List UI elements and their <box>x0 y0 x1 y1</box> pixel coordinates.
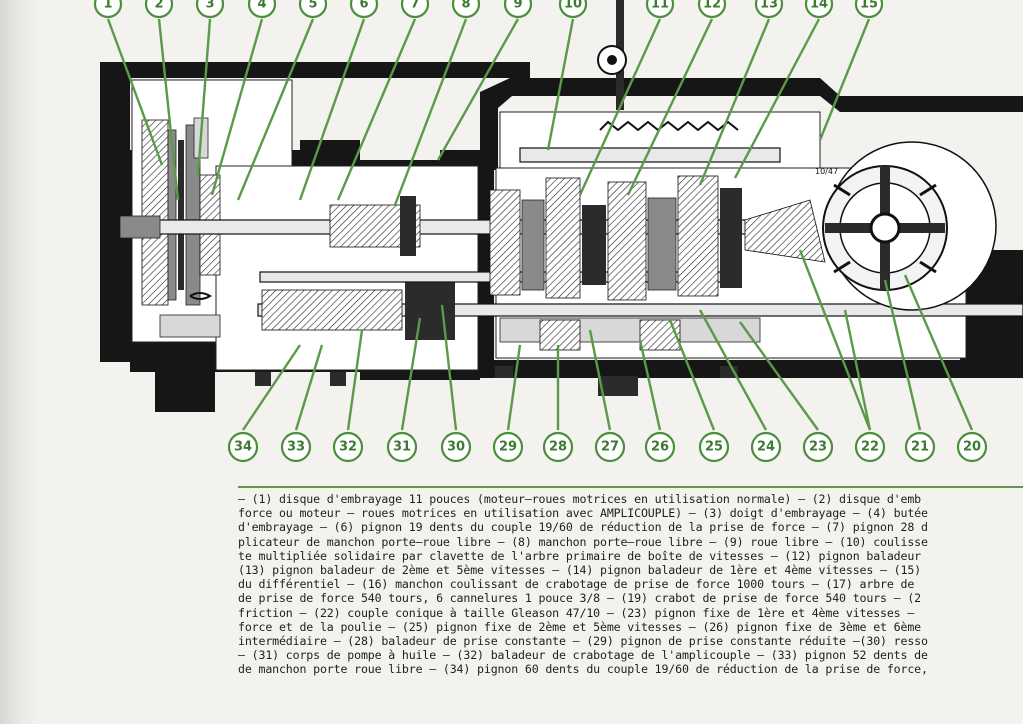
callout-3: 3 <box>195 0 225 19</box>
svg-text:5: 5 <box>308 0 317 12</box>
callout-14: 14 <box>804 0 834 19</box>
callout-2: 2 <box>144 0 174 19</box>
bevel-ratio-label: 10/47 <box>815 167 838 176</box>
svg-text:8: 8 <box>461 0 470 12</box>
callout-12: 12 <box>697 0 727 19</box>
svg-text:31: 31 <box>393 440 411 455</box>
svg-text:4: 4 <box>257 0 266 12</box>
svg-text:6: 6 <box>359 0 368 12</box>
legend-line: du différentiel – (16) manchon coulissan… <box>238 577 915 592</box>
svg-text:24: 24 <box>757 440 775 455</box>
callout-13: 13 <box>754 0 784 19</box>
legend-line: de manchon porte roue libre – (34) pigno… <box>238 662 928 677</box>
callout-11: 11 <box>645 0 675 19</box>
svg-text:12: 12 <box>703 0 721 12</box>
svg-text:15: 15 <box>860 0 878 12</box>
page-binding-edge <box>0 0 38 724</box>
bevel-gear-and-differential: 10/47 <box>744 141 997 311</box>
callout-28: 28 <box>542 431 574 463</box>
transmission-cross-section-diagram: 10/47 <box>93 0 1023 463</box>
svg-text:1: 1 <box>103 0 112 12</box>
callout-7: 7 <box>400 0 430 19</box>
primary-shaft <box>119 196 761 256</box>
legend-line: – (1) disque d'embrayage 11 pouces (mote… <box>238 492 922 506</box>
callout-9: 9 <box>503 0 533 19</box>
legend-line: intermédiaire – (28) baladeur de prise c… <box>238 634 928 649</box>
svg-text:27: 27 <box>601 440 619 455</box>
svg-text:23: 23 <box>809 440 827 455</box>
legend-line: force ou moteur – roues motrices en util… <box>238 506 928 521</box>
svg-text:13: 13 <box>760 0 778 12</box>
housing-bolts <box>255 366 738 396</box>
svg-text:2: 2 <box>154 0 163 12</box>
callouts-top: 1 2 3 4 5 6 7 8 9 10 11 12 13 14 15 <box>93 0 884 19</box>
parts-legend: – (1) disque d'embrayage 11 pouces (mote… <box>238 486 1023 686</box>
callout-10: 10 <box>558 0 588 19</box>
callout-32: 32 <box>332 431 364 463</box>
callout-20: 20 <box>956 431 988 463</box>
legend-line: plicateur de manchon porte–roue libre – … <box>238 534 928 549</box>
callout-24: 24 <box>750 431 782 463</box>
callout-34: 34 <box>227 431 259 463</box>
callout-8: 8 <box>451 0 481 19</box>
callout-31: 31 <box>386 431 418 463</box>
callout-4: 4 <box>247 0 277 19</box>
callout-26: 26 <box>644 431 676 463</box>
callout-27: 27 <box>594 431 626 463</box>
leader-lines <box>106 18 974 431</box>
callout-29: 29 <box>492 431 524 463</box>
clutch-assembly <box>141 117 221 338</box>
svg-text:9: 9 <box>513 0 522 12</box>
svg-text:7: 7 <box>410 0 419 12</box>
callout-21: 21 <box>904 431 936 463</box>
svg-text:14: 14 <box>810 0 828 12</box>
legend-line: de prise de force 540 tours, 6 cannelure… <box>238 591 922 606</box>
svg-text:20: 20 <box>963 440 981 455</box>
svg-text:33: 33 <box>287 440 305 455</box>
svg-text:21: 21 <box>911 440 929 455</box>
callout-23: 23 <box>802 431 834 463</box>
callout-30: 30 <box>440 431 472 463</box>
legend-line: d'embrayage – (6) pignon 19 dents du cou… <box>238 520 928 535</box>
svg-text:10: 10 <box>564 0 582 12</box>
callout-15: 15 <box>854 0 884 19</box>
callout-1: 1 <box>93 0 123 19</box>
callouts-bottom: 34 33 32 31 30 29 28 27 26 25 24 23 22 2… <box>227 431 988 463</box>
legend-line: friction – (22) couple conique à taille … <box>238 605 915 620</box>
callout-6: 6 <box>349 0 379 19</box>
svg-text:32: 32 <box>339 440 357 455</box>
svg-text:30: 30 <box>447 440 465 455</box>
svg-text:22: 22 <box>861 440 879 455</box>
svg-text:11: 11 <box>651 0 669 12</box>
legend-line: te multipliée solidaire par clavette de … <box>238 548 922 563</box>
svg-text:29: 29 <box>499 440 517 455</box>
callout-22: 22 <box>854 431 886 463</box>
legend-line: – (31) corps de pompe à huile – (32) bal… <box>238 648 928 663</box>
callout-33: 33 <box>280 431 312 463</box>
callout-5: 5 <box>298 0 328 19</box>
legend-line: (13) pignon baladeur de 2ème et 5ème vit… <box>238 563 922 578</box>
svg-text:3: 3 <box>205 0 214 12</box>
svg-text:34: 34 <box>234 440 252 455</box>
svg-text:28: 28 <box>549 440 567 455</box>
svg-text:26: 26 <box>651 440 669 455</box>
callout-25: 25 <box>698 431 730 463</box>
svg-text:25: 25 <box>705 440 723 455</box>
legend-line: force et de la poulie – (25) pignon fixe… <box>238 619 922 634</box>
